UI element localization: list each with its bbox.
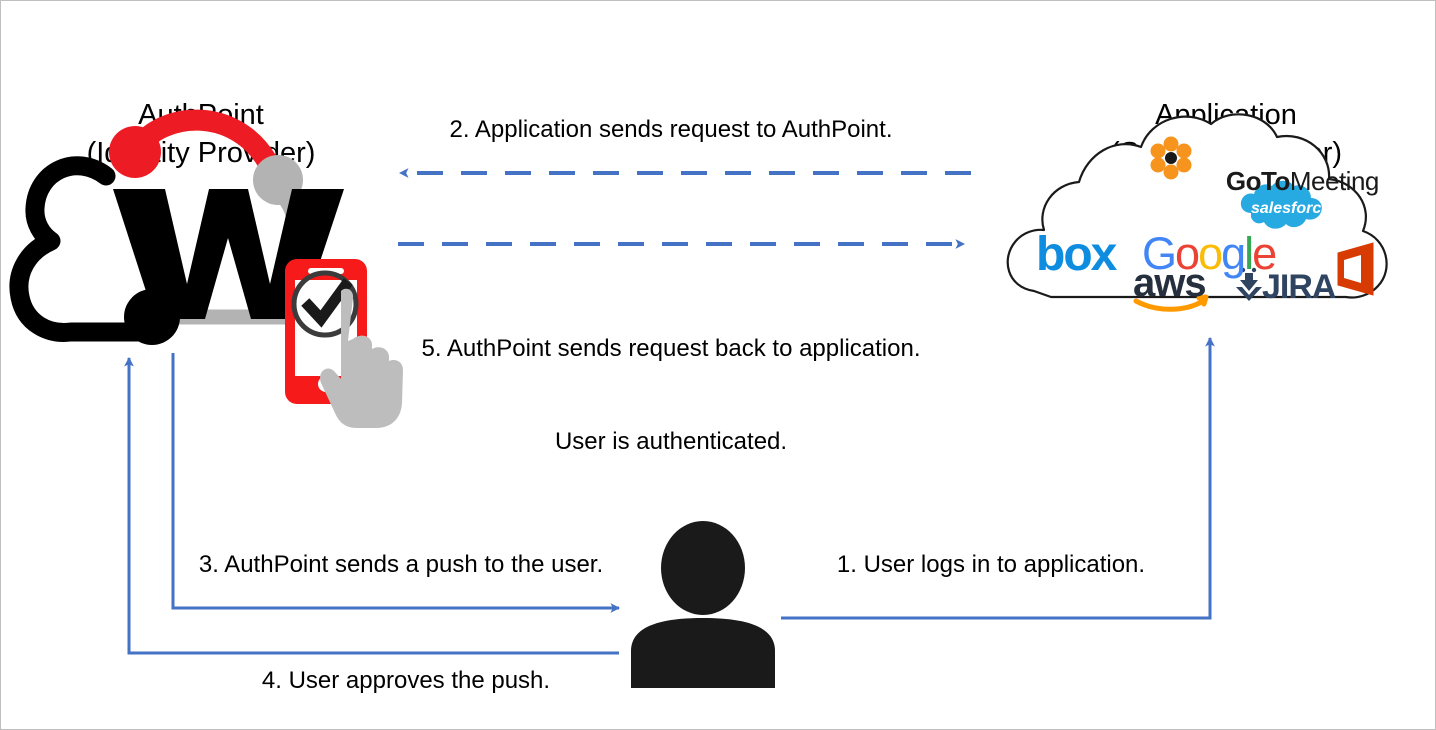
step-2-label: 2. Application sends request to AuthPoin… — [449, 116, 893, 143]
jira-wordmark: JIRA — [1262, 268, 1336, 306]
application-cloud-icon — [1006, 113, 1388, 312]
gotomeeting-wordmark: GoToMeeting — [1197, 142, 1379, 220]
aws-wordmark: aws — [1133, 261, 1207, 305]
step-3-label: 3. AuthPoint sends a push to the user. — [198, 551, 604, 578]
gotomeeting-wordmark-bold: GoTo — [1225, 166, 1290, 196]
pointing-hand-icon — [320, 288, 403, 428]
aws-icon — [1133, 294, 1209, 312]
gotomeeting-icon — [1150, 136, 1192, 180]
step-5-line-1: 5. AuthPoint sends request back to appli… — [421, 335, 921, 363]
office-icon — [1337, 242, 1374, 296]
box-wordmark: box — [1036, 228, 1117, 281]
step-1-arrow — [781, 337, 1215, 620]
google-letter-e: e — [1252, 228, 1277, 279]
google-letter-g2: g — [1221, 228, 1246, 279]
watchguard-red-node-icon — [109, 126, 161, 178]
step-3-arrow — [171, 353, 620, 613]
salesforce-icon — [1240, 180, 1322, 229]
google-wordmark: Google — [1100, 186, 1277, 321]
user-silhouette-icon — [631, 521, 775, 688]
step-1-label: 1. User logs in to application. — [836, 551, 1146, 578]
google-letter-o2: o — [1198, 228, 1223, 279]
step-5-label: 5. AuthPoint sends request back to appli… — [376, 273, 966, 519]
google-letter-o1: o — [1175, 228, 1200, 279]
google-letter-l: l — [1244, 228, 1254, 279]
step-4-arrow — [124, 357, 619, 655]
mobile-push-approval-icon — [285, 259, 403, 428]
jira-icon — [1236, 267, 1262, 301]
gotomeeting-wordmark-light: Meeting — [1289, 166, 1380, 196]
salesforce-wordmark: salesforce — [1251, 200, 1331, 217]
step-5-line-2: User is authenticated. — [554, 427, 788, 455]
watchguard-gray-node-icon — [253, 155, 303, 205]
step-4-label: 4. User approves the push. — [261, 667, 551, 694]
google-letter-g1: G — [1142, 228, 1177, 279]
